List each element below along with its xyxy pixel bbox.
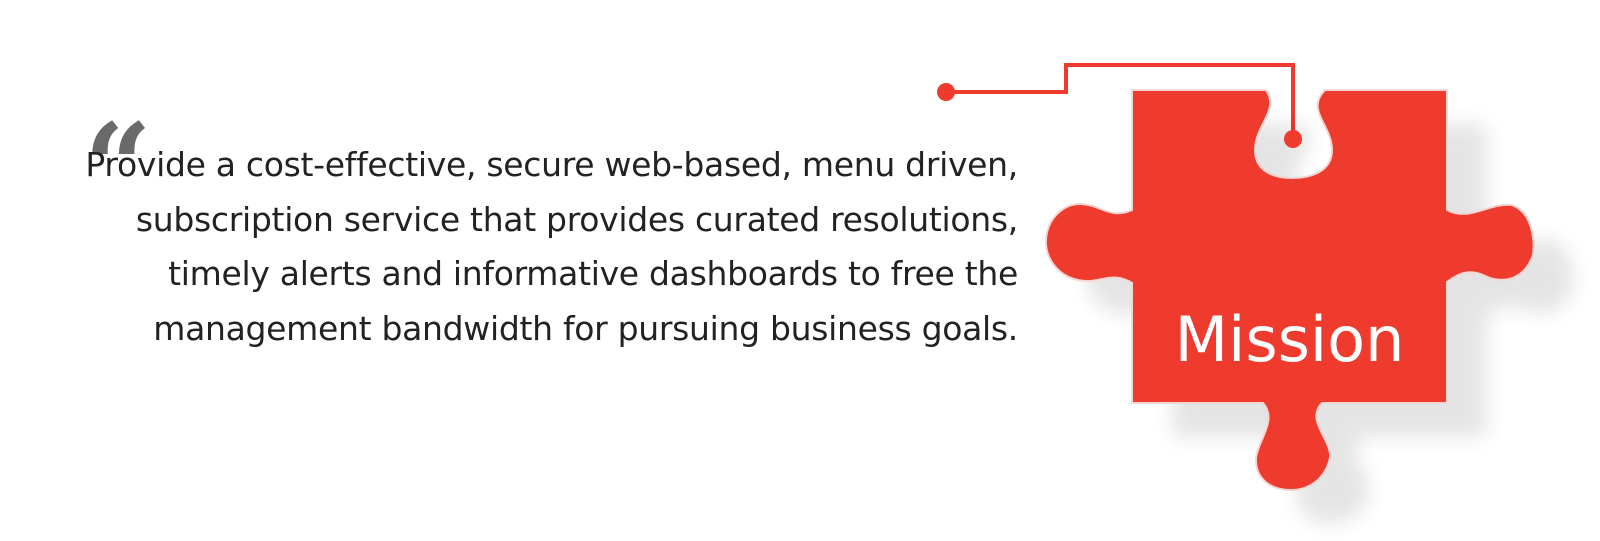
- mission-statement: Provide a cost-effective, secure web-bas…: [85, 145, 1018, 348]
- connector-end-dot: [1284, 130, 1302, 148]
- puzzle-label: Mission: [1174, 303, 1405, 376]
- quote-mark-icon: “: [84, 97, 152, 236]
- connector-line: [937, 63, 1295, 138]
- mission-quote: “ Provide a cost-effective, secure web-b…: [40, 108, 1018, 420]
- puzzle-piece: [1044, 89, 1535, 492]
